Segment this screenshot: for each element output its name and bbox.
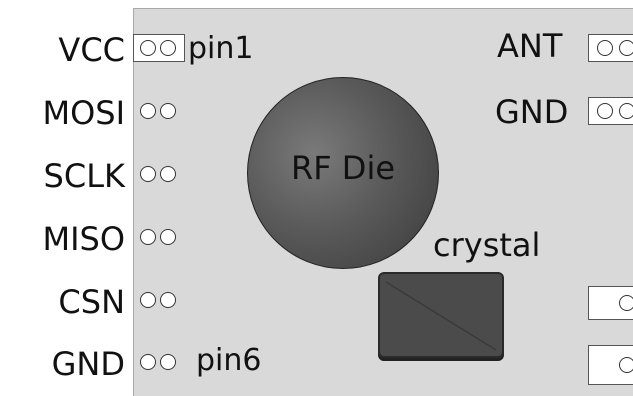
pad-hole-icon — [140, 229, 156, 245]
pad-hole-icon — [140, 40, 156, 56]
pin-label-gnd: GND — [51, 345, 125, 383]
pad-mosi — [133, 97, 185, 125]
pad-right-lower-1 — [588, 286, 633, 320]
pad-hole-icon — [160, 166, 176, 182]
pad-hole-icon — [140, 292, 156, 308]
pad-hole-icon — [619, 295, 633, 311]
pad-hole-icon — [160, 354, 176, 370]
pin-label-ant: ANT — [497, 27, 563, 65]
pin-label-miso: MISO — [42, 220, 125, 258]
pin1-marker: pin1 — [188, 31, 254, 66]
pad-hole-icon — [140, 103, 156, 119]
rf-die-circle — [247, 77, 439, 269]
pad-hole-icon — [619, 40, 633, 56]
pad-hole-icon — [619, 103, 633, 119]
pad-hole-icon — [140, 354, 156, 370]
pin-label-csn: CSN — [58, 283, 125, 321]
pin6-marker: pin6 — [196, 343, 262, 378]
pad-vcc — [133, 34, 185, 62]
pad-hole-icon — [619, 357, 633, 373]
pad-hole-icon — [597, 103, 613, 119]
pad-hole-icon — [160, 292, 176, 308]
pad-hole-icon — [160, 229, 176, 245]
crystal-label: crystal — [433, 226, 541, 264]
pin-label-sclk: SCLK — [43, 157, 125, 195]
pad-csn — [133, 286, 185, 314]
pin-label-mosi: MOSI — [42, 94, 125, 132]
pad-hole-icon — [160, 40, 176, 56]
pad-hole-icon — [160, 103, 176, 119]
crystal-diagonal — [385, 281, 497, 351]
pad-hole-icon — [140, 166, 156, 182]
pad-hole-icon — [597, 40, 613, 56]
pin-label-gnd-right: GND — [495, 93, 569, 131]
pad-miso — [133, 223, 185, 251]
rf-die-label: RF Die — [290, 149, 396, 187]
pad-ant — [588, 34, 633, 62]
pad-sclk — [133, 160, 185, 188]
crystal-component — [378, 272, 504, 358]
pad-right-lower-2 — [588, 345, 633, 385]
pad-gnd — [133, 348, 185, 376]
pad-gnd-right — [588, 97, 633, 125]
pin-label-vcc: VCC — [58, 31, 125, 69]
